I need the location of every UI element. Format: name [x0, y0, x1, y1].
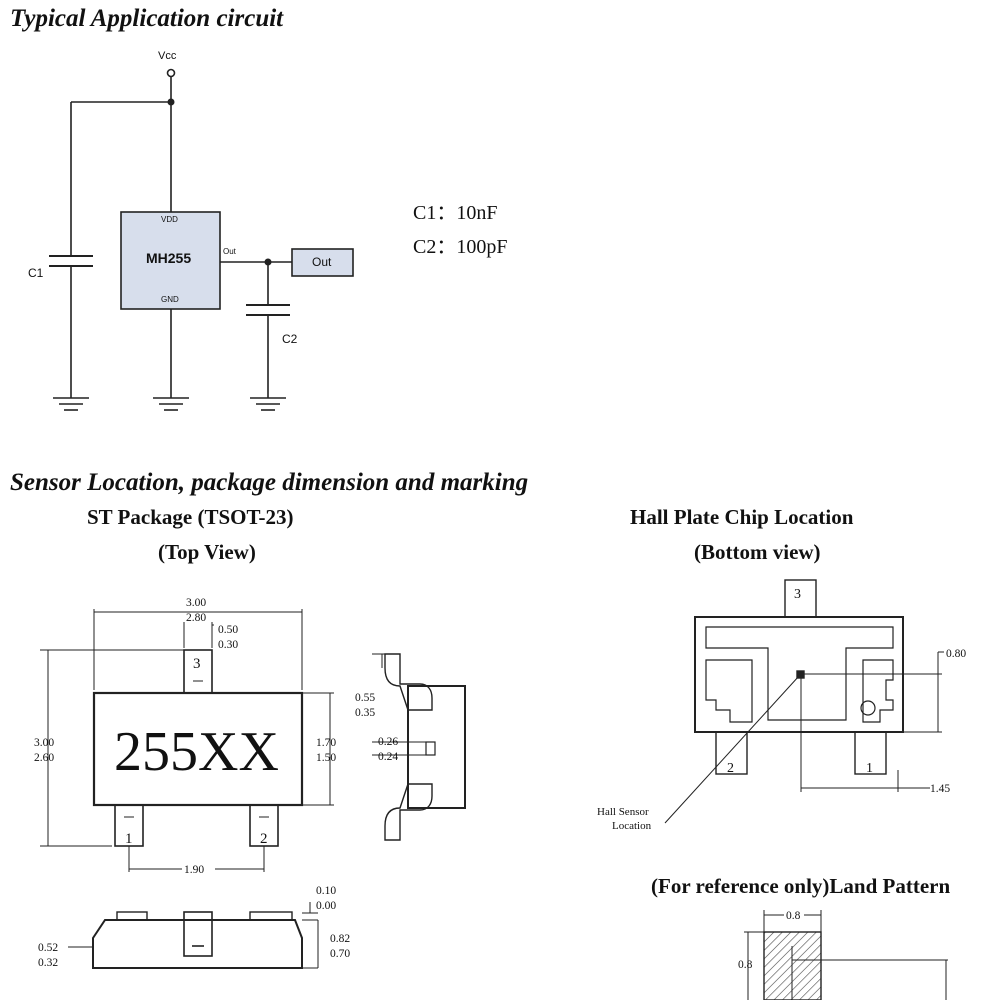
pin-1-number: 1: [125, 831, 133, 847]
pin-2-number: 2: [260, 831, 268, 847]
hall-plate-drawing: [664, 579, 944, 824]
vcc-terminal: [166, 68, 176, 78]
chip-name: MH255: [146, 250, 191, 266]
st-package-drawing: [40, 609, 334, 872]
front-lead-left: [116, 911, 148, 921]
hall-plate-subtitle: (Bottom view): [694, 540, 821, 564]
dim-land-w: 0.8: [786, 910, 801, 922]
c1-label: C1: [28, 266, 44, 280]
pin-1-marker: [860, 700, 876, 716]
front-body: [92, 919, 303, 969]
hall-sensor-label-line2: Location: [612, 820, 652, 832]
dim-thk-min: 0.70: [330, 948, 350, 960]
ground-symbol-chip: [153, 397, 189, 411]
bottom-pin-2: [715, 731, 748, 775]
front-view-dimension-text: 0.10 0.00 0.82 0.70 0.52 0.32: [38, 885, 350, 969]
side-view-dimension-text: 0.55 0.35 0.26 0.24: [355, 692, 398, 763]
dim-lead-thk-min: 0.24: [378, 751, 398, 763]
dim-lead-w-min: 0.30: [218, 639, 238, 651]
land-pattern-title: (For reference only)Land Pattern: [651, 874, 950, 898]
bottom-pin-1: [854, 731, 887, 775]
pin-gnd-label: GND: [161, 295, 179, 304]
front-lead-right: [249, 911, 293, 921]
package-front-view: [68, 902, 319, 969]
dim-foot-min: 0.32: [38, 957, 58, 969]
bottom-pin-3-number: 3: [794, 587, 801, 602]
mh255-chip: [120, 211, 221, 310]
bottom-pin-1-number: 1: [866, 761, 873, 776]
hall-sensor-label-line1: Hall Sensor: [597, 806, 649, 818]
application-circuit: Vcc C1 VDD MH255 GND Out Out: [28, 50, 354, 411]
side-lead-bottom: [384, 783, 433, 841]
side-lead-top: [384, 653, 433, 711]
dim-standoff-max: 0.10: [316, 885, 336, 897]
dim-land-h: 0.8: [738, 959, 753, 971]
st-package-title: ST Package (TSOT-23): [87, 505, 294, 529]
ground-symbol-c1: [53, 397, 89, 411]
bottom-pin-3: [784, 579, 817, 618]
package-marking: 255XX: [114, 721, 279, 783]
dim-width-max: 3.00: [186, 597, 206, 609]
typical-application-heading: Typical Application circuit: [10, 5, 284, 32]
dim-hall-horizontal: 1.45: [930, 783, 950, 795]
pin-3-number: 3: [193, 656, 201, 672]
front-lead-center: [183, 911, 213, 957]
dim-lead-len-max: 0.55: [355, 692, 375, 704]
dim-body-h-min: 1.50: [316, 752, 336, 764]
c2-value: C2：100pF: [413, 236, 507, 258]
side-lead-stub: [425, 741, 436, 756]
dim-lead-thk-max: 0.26: [378, 736, 398, 748]
st-package-subtitle: (Top View): [158, 540, 256, 564]
dim-height-max: 3.00: [34, 737, 54, 749]
land-pattern-drawing: [744, 910, 948, 1000]
dim-hall-vertical: 0.80: [946, 648, 966, 660]
dim-lead-w-max: 0.50: [218, 624, 238, 636]
pin-3-lead: [183, 649, 213, 694]
st-package-dimension-text: 3.00 2.80 0.50 0.30 3.00 2.60 1.70 1.50 …: [34, 597, 336, 876]
dim-height-min: 2.60: [34, 752, 54, 764]
out-box: [291, 248, 354, 277]
pin-vdd-label: VDD: [161, 215, 178, 224]
lead-frame-top: [705, 626, 894, 721]
dim-foot-max: 0.52: [38, 942, 58, 954]
c2-label: C2: [282, 332, 298, 346]
bottom-pin-2-number: 2: [727, 761, 734, 776]
dim-body-h-max: 1.70: [316, 737, 336, 749]
dim-width-min: 2.80: [186, 612, 206, 624]
hall-sensor-leader: [664, 675, 800, 824]
pin-out-label: Out: [223, 247, 237, 256]
hall-plate-title: Hall Plate Chip Location: [630, 505, 854, 529]
sensor-location-heading: Sensor Location, package dimension and m…: [10, 469, 528, 496]
dim-lead-len-min: 0.35: [355, 707, 375, 719]
c1-value: C1：10nF: [413, 202, 497, 224]
dim-standoff-min: 0.00: [316, 900, 336, 912]
lead-frame-left: [705, 659, 753, 723]
dim-thk-max: 0.82: [330, 933, 350, 945]
package-side-view: [372, 653, 466, 841]
side-body: [407, 685, 466, 809]
vcc-label: Vcc: [158, 50, 177, 62]
ground-symbol-c2: [250, 397, 286, 411]
out-box-label: Out: [312, 255, 332, 269]
dim-pitch: 1.90: [184, 864, 204, 876]
lead-frame-right: [862, 659, 894, 723]
